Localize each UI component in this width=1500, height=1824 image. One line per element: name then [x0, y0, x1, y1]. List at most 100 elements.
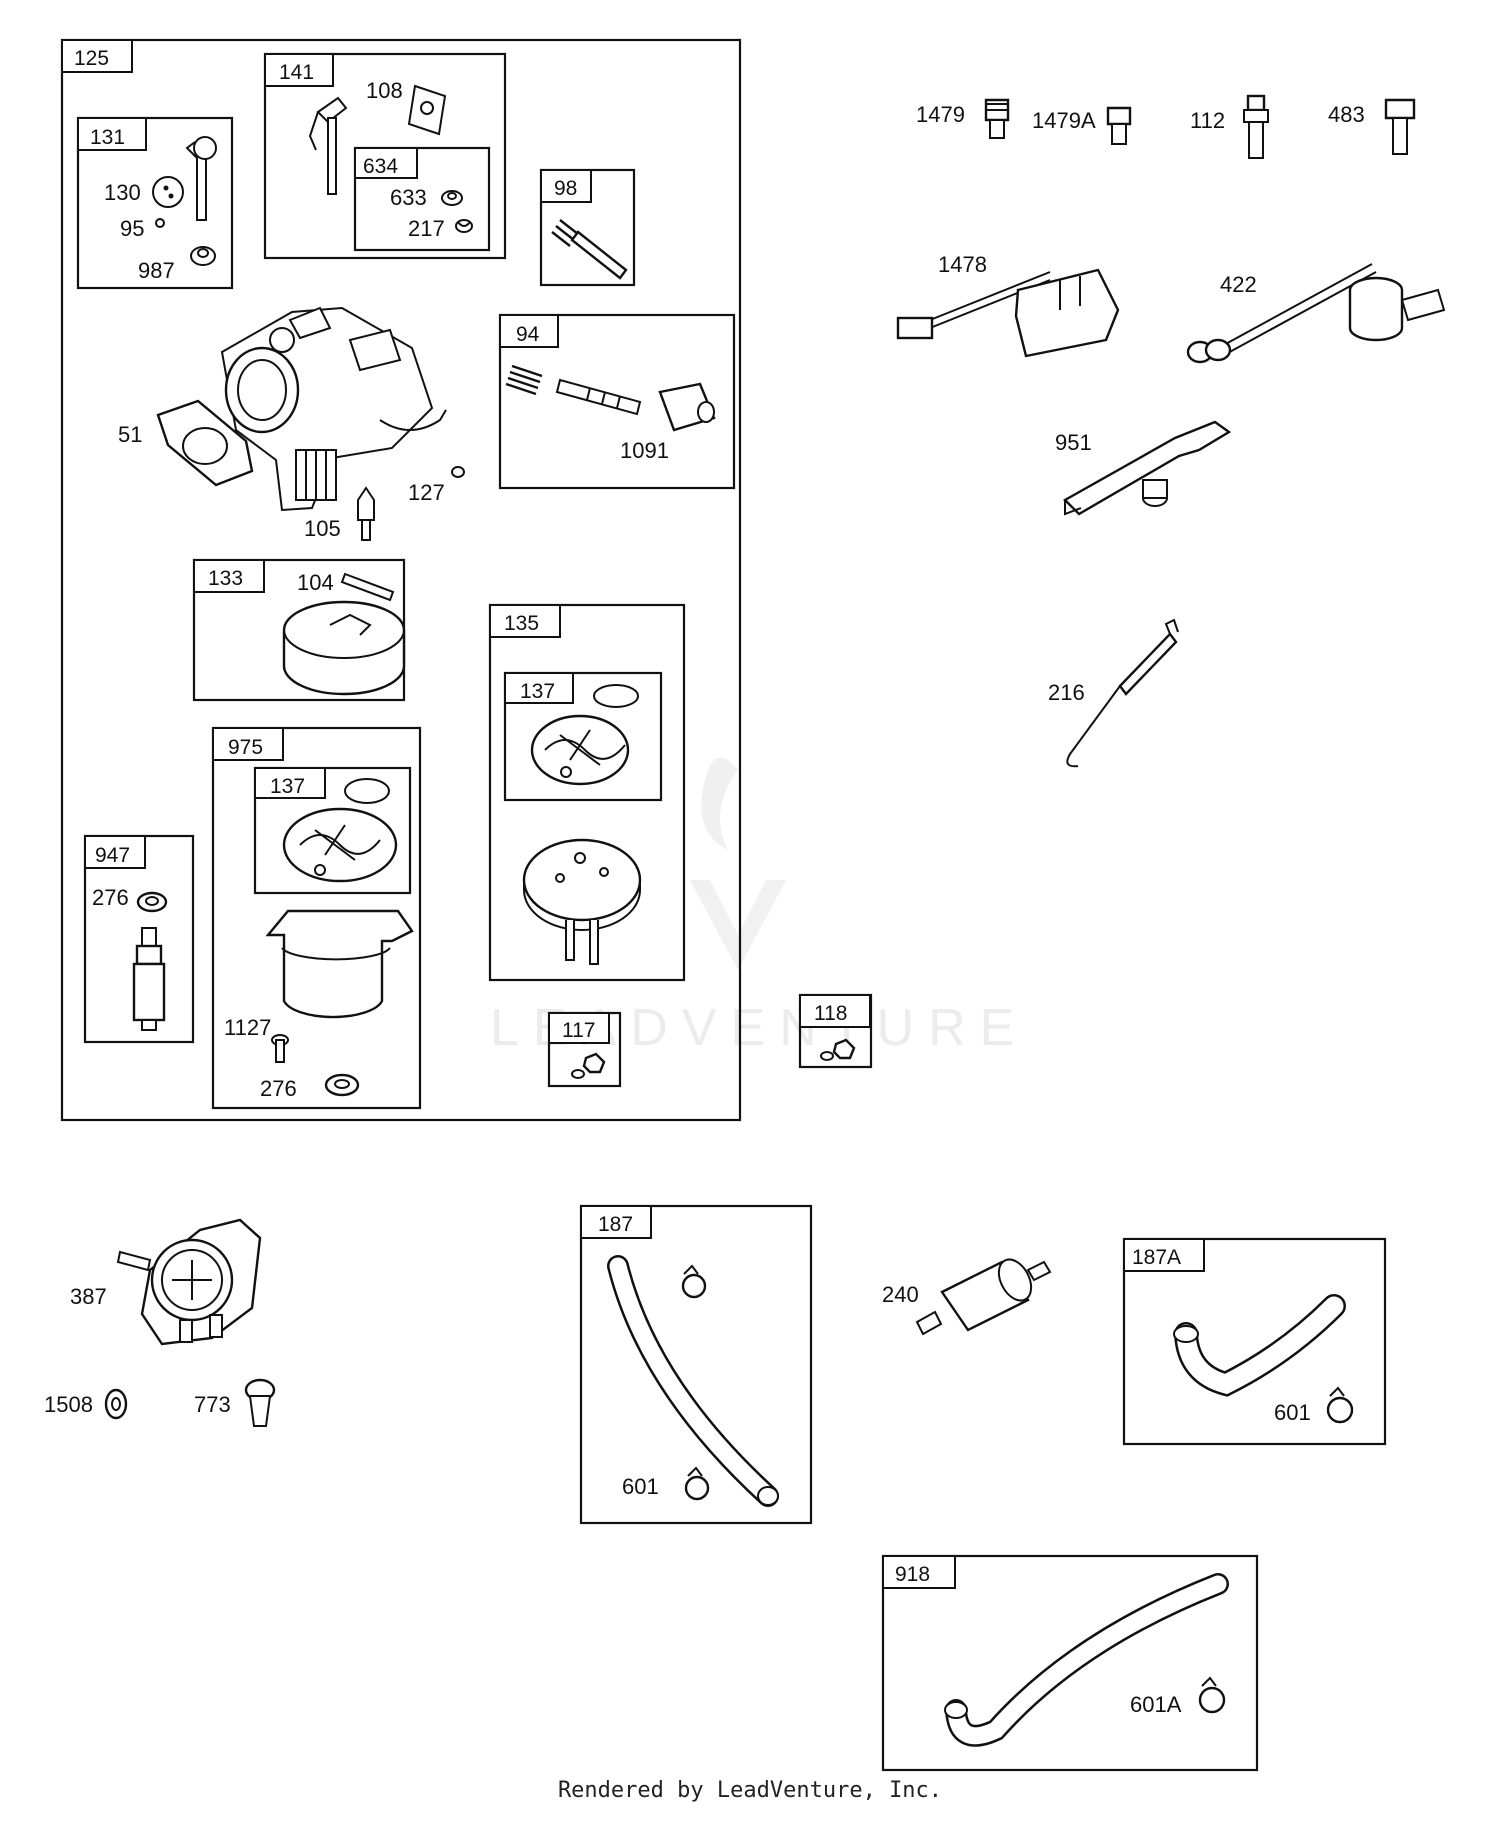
label-601c[interactable]: 601A [1130, 1692, 1182, 1717]
part-1508-washer[interactable] [104, 1388, 128, 1420]
label-987[interactable]: 987 [138, 258, 175, 283]
part-601a-clamp-top[interactable] [681, 1264, 707, 1299]
part-216-governor-link[interactable] [1066, 618, 1179, 768]
part-137b-gasket[interactable] [282, 807, 398, 883]
label-276b[interactable]: 276 [260, 1076, 297, 1101]
part-187a-fuel-line[interactable] [1173, 1294, 1346, 1397]
kit-141-tag[interactable]: 141 [279, 61, 314, 84]
kit-117-tag[interactable]: 117 [562, 1019, 595, 1042]
label-483[interactable]: 483 [1328, 102, 1365, 127]
part-240-fuel-filter[interactable] [915, 1254, 1052, 1336]
kit-131-tag[interactable]: 131 [90, 126, 125, 149]
part-1091-solenoid[interactable] [658, 382, 716, 432]
part-51-gasket[interactable] [156, 399, 254, 487]
kit-137a-tag[interactable]: 137 [520, 680, 555, 703]
kit-94-tag[interactable]: 94 [516, 323, 540, 346]
part-217-spring[interactable] [455, 219, 473, 233]
label-1478[interactable]: 1478 [938, 252, 987, 277]
part-951-governor-lever[interactable] [1063, 420, 1232, 516]
part-127-ring[interactable] [451, 466, 465, 478]
part-130-plate[interactable] [152, 176, 184, 208]
part-112-stud[interactable] [1243, 94, 1269, 159]
kit-947-tag[interactable]: 947 [95, 844, 130, 867]
footer-credit: Rendered by LeadVenture, Inc. [557, 1778, 943, 1803]
label-1091[interactable]: 1091 [620, 438, 669, 463]
label-127[interactable]: 127 [408, 480, 445, 505]
kit-187-tag[interactable]: 187 [598, 1213, 633, 1236]
part-94-spring[interactable] [505, 364, 543, 396]
part-131-shaft[interactable] [185, 136, 217, 221]
kit-634-tag[interactable]: 634 [363, 155, 398, 178]
kit-133-tag[interactable]: 133 [208, 567, 243, 590]
kit-918-tag[interactable]: 918 [895, 1563, 930, 1586]
label-1127[interactable]: 1127 [224, 1015, 271, 1040]
part-1479a-plug[interactable] [1106, 106, 1132, 145]
part-601c-clamp[interactable] [1198, 1676, 1226, 1714]
part-98-screw-spring[interactable] [551, 219, 628, 280]
part-1479-plug[interactable] [984, 98, 1010, 139]
label-601a[interactable]: 601 [622, 1474, 659, 1499]
part-601b-clamp[interactable] [1326, 1386, 1354, 1424]
label-216[interactable]: 216 [1048, 680, 1085, 705]
part-105-needle[interactable] [357, 486, 375, 541]
part-987-bushing[interactable] [190, 246, 216, 266]
label-104[interactable]: 104 [297, 570, 334, 595]
part-773-retainer[interactable] [244, 1378, 276, 1427]
label-951[interactable]: 951 [1055, 430, 1092, 455]
label-1479[interactable]: 1479 [916, 102, 965, 127]
label-112[interactable]: 112 [1190, 108, 1225, 133]
label-1508[interactable]: 1508 [44, 1392, 93, 1417]
part-137b-oring[interactable] [344, 778, 390, 804]
label-95[interactable]: 95 [120, 216, 144, 241]
label-105[interactable]: 105 [304, 516, 341, 541]
kit-118-tag[interactable]: 118 [814, 1002, 847, 1025]
kit-135-frame [488, 603, 686, 982]
label-387[interactable]: 387 [70, 1284, 107, 1309]
kit-137b-tag[interactable]: 137 [270, 775, 305, 798]
kit-975-tag[interactable]: 975 [228, 736, 263, 759]
label-633[interactable]: 633 [390, 185, 427, 210]
kit-135-tag[interactable]: 135 [504, 612, 539, 635]
part-95-screw[interactable] [155, 218, 165, 228]
part-141-lever[interactable] [308, 96, 348, 195]
part-94-screw[interactable] [555, 378, 642, 416]
part-187-fuel-line[interactable] [607, 1255, 779, 1507]
part-135-bowl-plate[interactable] [522, 838, 642, 965]
label-601b[interactable]: 601 [1274, 1400, 1311, 1425]
label-240[interactable]: 240 [882, 1282, 919, 1307]
part-137a-oring[interactable] [593, 684, 639, 708]
part-387-fuel-pump[interactable] [116, 1218, 262, 1346]
label-773[interactable]: 773 [194, 1392, 231, 1417]
part-1478-solenoid[interactable] [896, 268, 1120, 358]
label-51[interactable]: 51 [118, 422, 142, 447]
part-601a-clamp[interactable] [684, 1466, 710, 1501]
label-108[interactable]: 108 [366, 78, 403, 103]
part-137a-gasket[interactable] [530, 714, 630, 786]
part-483-bolt[interactable] [1384, 98, 1416, 155]
part-633-seal[interactable] [441, 190, 463, 206]
part-276b-washer[interactable] [324, 1073, 360, 1097]
part-133-float[interactable] [282, 600, 406, 696]
part-108-gasket[interactable] [407, 84, 447, 136]
label-1479a[interactable]: 1479A [1032, 108, 1096, 133]
label-217[interactable]: 217 [408, 216, 445, 241]
label-276a[interactable]: 276 [92, 885, 129, 910]
kit-187-frame [579, 1204, 813, 1525]
kit-98-tag[interactable]: 98 [554, 177, 577, 200]
label-130[interactable]: 130 [104, 180, 141, 205]
part-975-float-bowl[interactable] [265, 909, 414, 1019]
kit-125-tag[interactable]: 125 [74, 47, 109, 70]
part-1127-screw[interactable] [271, 1034, 289, 1063]
kit-187a-tag[interactable]: 187A [1132, 1246, 1181, 1269]
kit-918-frame [881, 1554, 1259, 1772]
part-117-nut[interactable] [571, 1052, 606, 1079]
label-422[interactable]: 422 [1220, 272, 1257, 297]
part-947-fuel-solenoid[interactable] [132, 927, 166, 1031]
part-422-harness[interactable] [1186, 263, 1446, 364]
part-125-carburetor-body[interactable] [220, 306, 447, 512]
part-276a-washer[interactable] [136, 891, 168, 913]
part-104-pin[interactable] [340, 572, 395, 602]
part-918-fuel-line[interactable] [944, 1573, 1229, 1747]
part-118-nut[interactable] [820, 1038, 856, 1061]
